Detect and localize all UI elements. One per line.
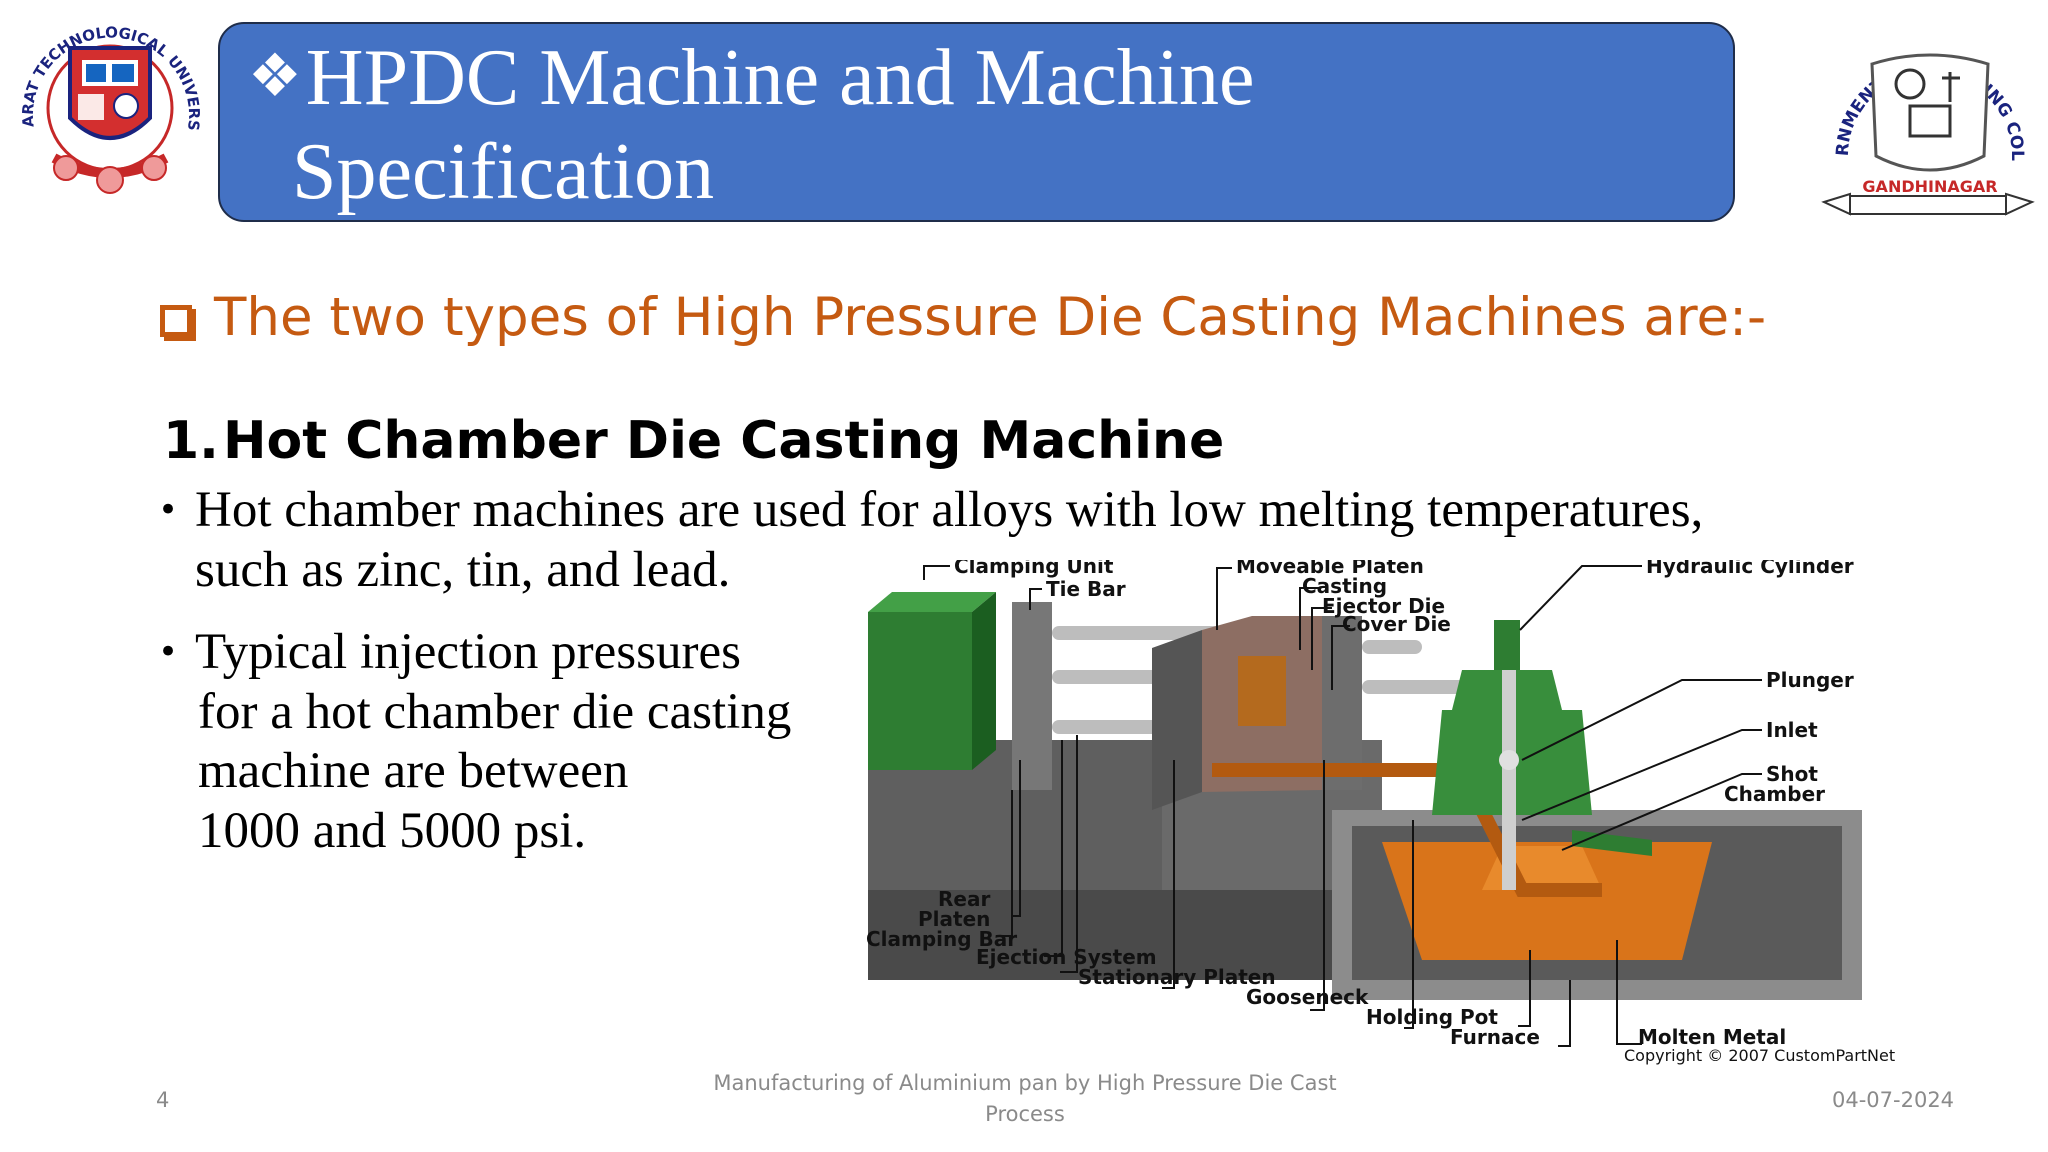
gec-city: GANDHINAGAR	[1862, 177, 1997, 196]
page-number: 4	[156, 1088, 170, 1112]
diamond-bullet-icon: ❖	[248, 43, 302, 109]
label-tie-bar: Tie Bar	[1046, 577, 1126, 601]
label-chamber: Chamber	[1724, 782, 1825, 806]
label-holding-pot: Holding Pot	[1366, 1005, 1498, 1029]
bullet2-line: 1000 and 5000 psi.	[198, 803, 587, 859]
footer-title-line2: Process	[985, 1102, 1065, 1126]
bullet-dot-icon: •	[158, 490, 179, 530]
label-platen: Platen	[918, 907, 990, 931]
label-stationary-platen: Stationary Platen	[1078, 965, 1276, 989]
label-molten-metal: Molten Metal	[1638, 1025, 1786, 1049]
hot-chamber-machine-diagram: Clamping Unit Tie Bar Moveable Platen Ca…	[862, 554, 1972, 1068]
label-casting: Casting	[1302, 574, 1387, 598]
subtitle: The two types of High Pressure Die Casti…	[160, 286, 1766, 350]
section-heading: 1.Hot Chamber Die Casting Machine	[163, 410, 1224, 472]
slide-title-line2: Specification	[292, 128, 715, 216]
footer-date: 04-07-2024	[1832, 1088, 1955, 1112]
label-cover-die: Cover Die	[1342, 612, 1451, 636]
diagram-copyright: Copyright © 2007 CustomPartNet	[1624, 1046, 1895, 1065]
bullet1-line2: such as zinc, tin, and lead.	[195, 542, 731, 598]
subtitle-text: The two types of High Pressure Die Casti…	[214, 287, 1767, 348]
bullet2-line: machine are between	[198, 743, 629, 799]
bullet1-line1: Hot chamber machines are used for alloys…	[195, 482, 1704, 538]
label-clamping-bar: Clamping Bar	[866, 927, 1017, 951]
label-plunger: Plunger	[1766, 668, 1854, 692]
gtu-logo: GUJARAT TECHNOLOGICAL UNIVERSITY	[6, 0, 208, 208]
footer-title: Manufacturing of Aluminium pan by High P…	[700, 1068, 1350, 1130]
bullet-dot-icon: •	[158, 632, 179, 672]
heading-text: Hot Chamber Die Casting Machine	[223, 411, 1225, 471]
label-rear: Rear	[938, 887, 990, 911]
label-furnace: Furnace	[1450, 1025, 1540, 1049]
heading-number: 1.	[163, 411, 219, 471]
title-banner	[218, 22, 1735, 222]
bullet2-line: for a hot chamber die casting	[198, 684, 792, 740]
slide-title-line1: ❖HPDC Machine and Machine	[248, 38, 1254, 118]
label-ejection-system: Ejection System	[976, 945, 1157, 969]
checkbox-bullet-icon	[160, 305, 192, 337]
label-hydraulic-cylinder: Hydraulic Cylinder	[1646, 560, 1854, 578]
title-text: HPDC Machine and Machine	[305, 34, 1255, 122]
gec-logo: GOVERNMENT ENGINEERING COLLEGE GANDHINAG…	[1803, 0, 2046, 218]
label-shot: Shot	[1766, 762, 1818, 786]
label-gooseneck: Gooseneck	[1246, 985, 1369, 1009]
label-clamping-unit: Clamping Unit	[954, 560, 1114, 578]
label-inlet: Inlet	[1766, 718, 1818, 742]
bullet2-line: Typical injection pressures	[195, 624, 741, 680]
label-ejector-die: Ejector Die	[1322, 594, 1445, 618]
footer-title-line1: Manufacturing of Aluminium pan by High P…	[713, 1071, 1337, 1095]
